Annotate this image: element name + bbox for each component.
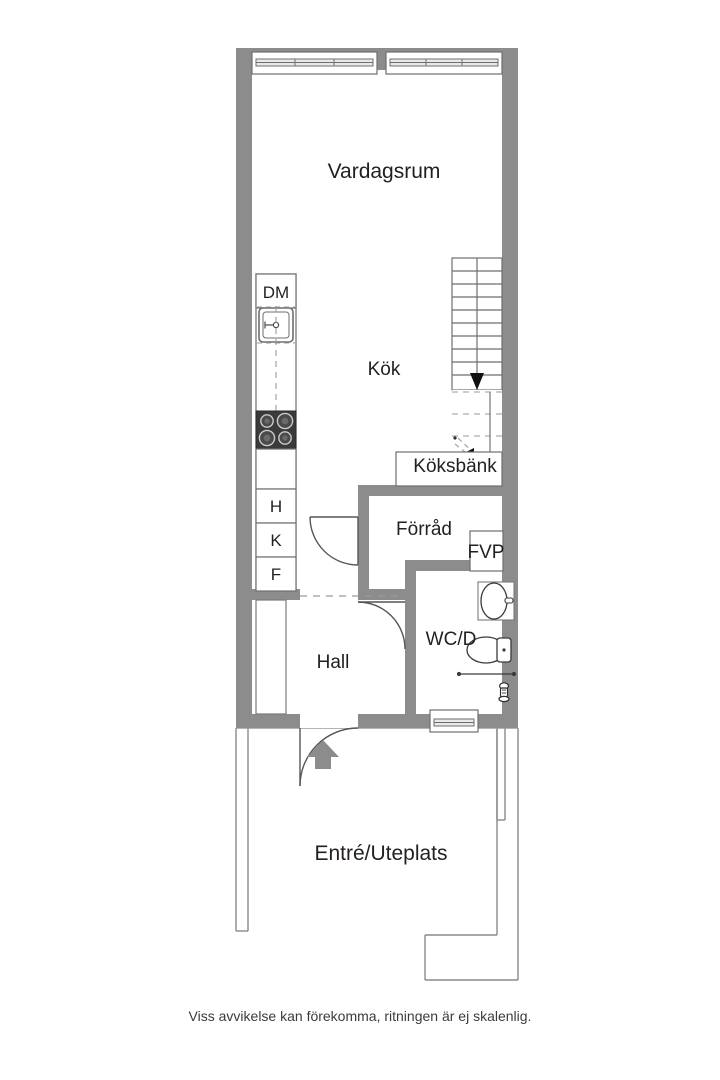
interior-walls <box>252 485 503 728</box>
room-label-hall: Hall <box>317 652 350 673</box>
stairs-icon <box>451 257 503 483</box>
window-wc <box>429 709 479 733</box>
appliance-label-dm: DM <box>263 283 289 302</box>
toilet-icon <box>466 636 512 664</box>
kitchen-sink-icon <box>258 307 294 343</box>
room-label-fvp: FVP <box>468 542 505 563</box>
room-label-wc-d: WC/D <box>426 629 477 650</box>
cabinet-label-f: F <box>271 565 281 584</box>
room-label-kok: Kök <box>368 359 401 380</box>
towel-rail-icon <box>456 671 517 677</box>
cabinet-cell-h <box>255 488 297 524</box>
hall-closet <box>255 599 287 715</box>
cabinet-label-h: H <box>270 497 282 516</box>
entrance-arrow-icon <box>307 740 339 769</box>
kitchen-bench <box>395 451 503 487</box>
room-label-vardagsrum: Vardagsrum <box>328 160 441 183</box>
cabinet-cell-f <box>255 556 297 592</box>
appliance-labels: DM H K F <box>263 283 289 584</box>
fvp-box <box>469 530 504 572</box>
room-label-forrad: Förråd <box>396 519 452 540</box>
window-top-right <box>385 51 503 75</box>
room-label-koksbank: Köksbänk <box>413 456 497 477</box>
room-labels: Vardagsrum Kök Köksbänk Förråd FVP WC/D … <box>314 160 504 865</box>
bathroom-sink-icon <box>477 581 515 621</box>
door-swing-wc <box>357 601 406 650</box>
window-top-left <box>251 51 378 75</box>
down-arrow-icon <box>470 373 484 390</box>
room-label-entre-uteplats: Entré/Uteplats <box>314 842 447 865</box>
door-swing-entrance <box>299 727 359 787</box>
plan-caption: Viss avvikelse kan förekomma, ritningen … <box>189 1008 532 1024</box>
stove-icon <box>255 410 297 450</box>
cabinet-cell-k <box>255 522 297 558</box>
floor-drain-icon <box>498 682 510 703</box>
door-swing-forrad <box>309 516 359 566</box>
kitchen-counter-run <box>255 273 297 592</box>
cabinet-label-k: K <box>270 531 282 550</box>
